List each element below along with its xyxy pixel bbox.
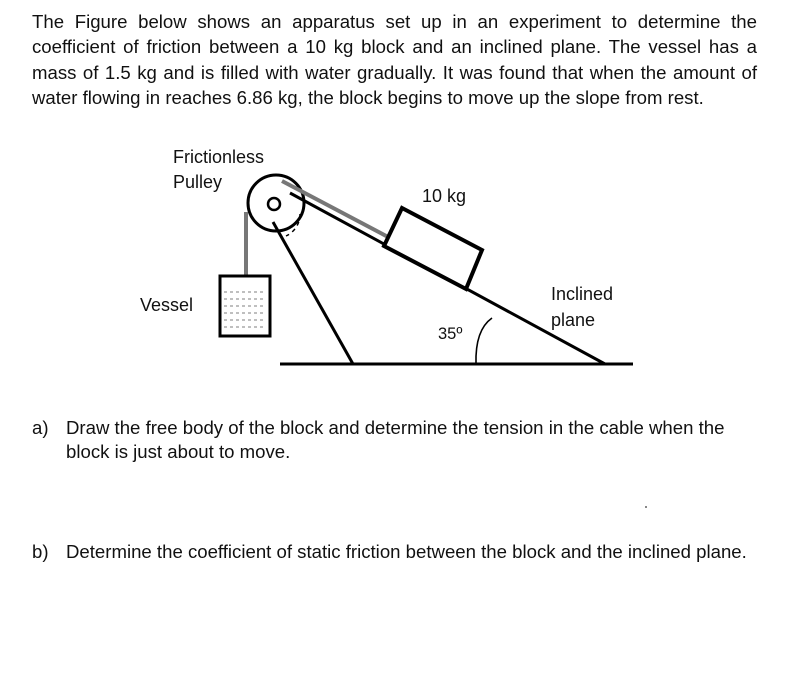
problem-statement: The Figure below shows an apparatus set … [32,11,757,108]
plane-label-line2: plane [551,310,595,330]
block-10kg [381,205,485,292]
question-a: a) Draw the free body of the block and d… [32,416,757,464]
question-a-text: Draw the free body of the block and dete… [66,417,725,462]
question-b-text: Determine the coefficient of static fric… [66,541,747,562]
question-a-label: a) [32,417,49,438]
support-leg [271,221,355,365]
angle-label: 35º [438,325,462,343]
pulley-wheel [246,173,306,233]
stray-mark [645,506,647,508]
pulley-label-line1: Frictionless [173,147,264,167]
pulley-hub [266,196,282,212]
pulley-label-line2: Pulley [173,172,222,192]
question-b-label: b) [32,541,49,562]
plane-label-line1: Inclined [551,284,613,304]
cable-to-block [281,179,391,240]
block-label: 10 kg [422,186,466,206]
pulley-guide-arc [285,213,301,237]
question-b: b) Determine the coefficient of static f… [32,540,757,564]
angle-arc [475,317,493,365]
vessel-label: Vessel [140,295,193,315]
water-level-marks [224,291,266,328]
